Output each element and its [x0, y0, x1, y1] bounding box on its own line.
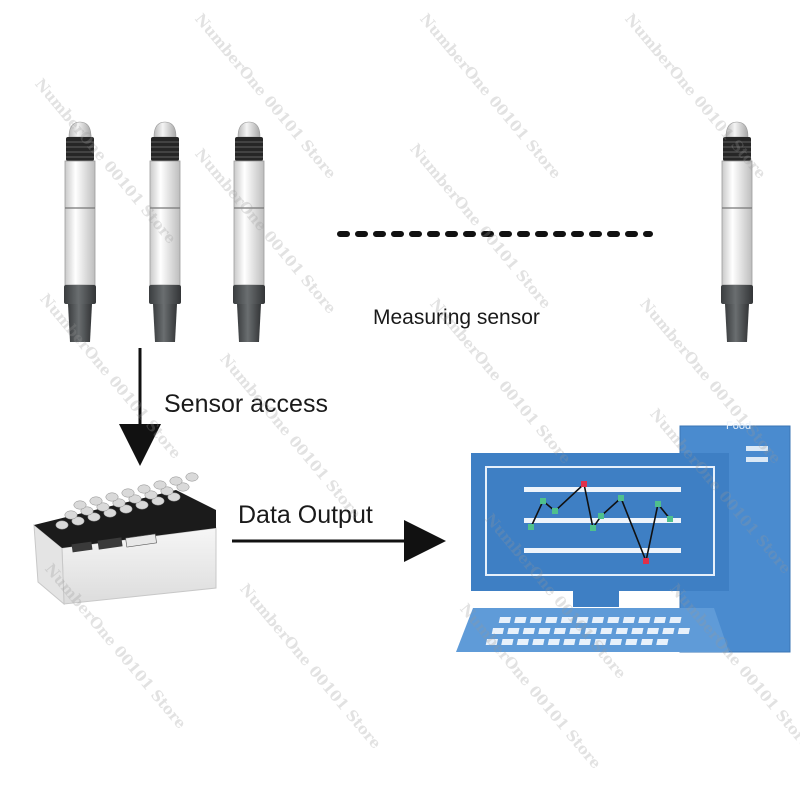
- measuring-sensor-label: Measuring sensor: [373, 306, 540, 329]
- screen-point: [552, 508, 558, 514]
- screen-point: [643, 558, 649, 564]
- sensor-probe-2: [148, 121, 182, 343]
- keyboard: [485, 617, 690, 645]
- screen-chart: [524, 481, 681, 564]
- acquisition-box: [33, 472, 217, 606]
- sensor-probe-3: [232, 121, 266, 343]
- screen-point: [540, 498, 546, 504]
- screen-point: [581, 481, 587, 487]
- data-output-arrow: [232, 520, 446, 562]
- screen-band-bottom: [524, 548, 681, 553]
- screen-point: [655, 501, 661, 507]
- data-output-label: Data Output: [238, 501, 373, 529]
- screen-point: [598, 513, 604, 519]
- sensor-probe-1: [63, 121, 97, 343]
- screen-point: [528, 524, 534, 530]
- tower-label: Food: [726, 420, 752, 432]
- sensor-access-label: Sensor access: [164, 390, 328, 418]
- sensor-access-arrow: [119, 348, 161, 466]
- sensor-probe-n: [720, 121, 754, 343]
- screen-band-middle: [524, 518, 681, 523]
- screen-band-top: [524, 487, 681, 492]
- screen-point: [667, 516, 673, 522]
- screen-point: [618, 495, 624, 501]
- screen-point: [590, 525, 596, 531]
